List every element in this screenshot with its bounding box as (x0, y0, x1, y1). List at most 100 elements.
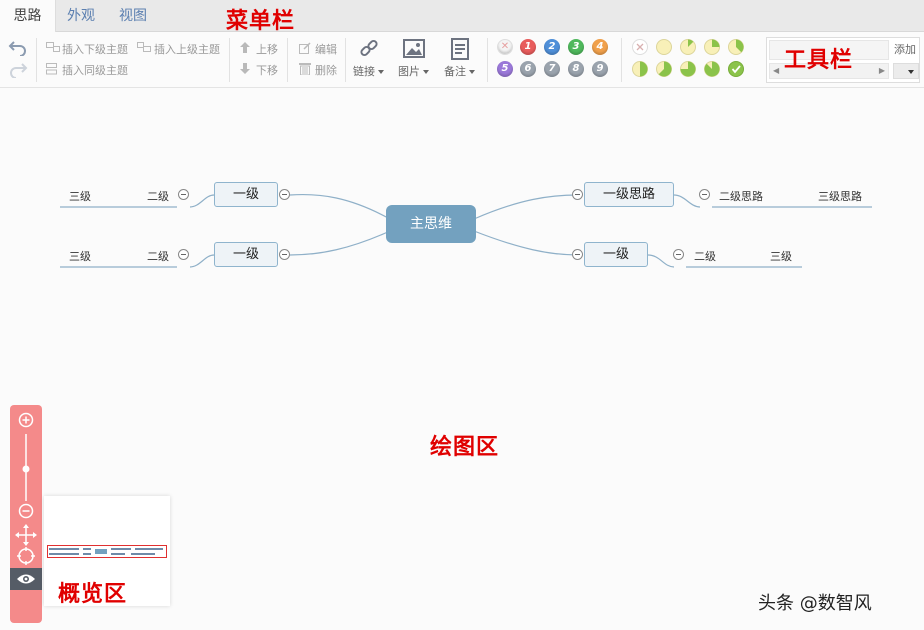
move-up-label: 上移 (256, 43, 278, 56)
zoom-controls (15, 412, 37, 565)
progress-5-icon[interactable] (632, 61, 648, 77)
collapse-icon[interactable] (178, 189, 189, 200)
zoom-in-icon (18, 412, 34, 428)
collapse-icon[interactable] (178, 249, 189, 260)
priority-7-icon[interactable]: 7 (544, 61, 560, 77)
insert-child-icon (46, 42, 60, 52)
undo-icon[interactable] (8, 38, 28, 56)
watermark: 头条 @数智风 (758, 593, 872, 614)
collapse-icon[interactable] (699, 189, 710, 200)
add-button[interactable]: 添加 (894, 43, 916, 56)
node-left-bottom-level2[interactable]: 二级 (147, 250, 169, 263)
node-right-bottom-level3[interactable]: 三级 (770, 250, 792, 263)
eye-icon (17, 574, 35, 584)
progress-8-icon[interactable] (704, 61, 720, 77)
trash-icon (299, 63, 311, 75)
collapse-icon[interactable] (572, 189, 583, 200)
priority-clear-icon[interactable]: ✕ (497, 39, 513, 55)
insert-sibling-icon (46, 63, 57, 75)
node-left-top-level1[interactable]: 一级 (214, 182, 278, 207)
redo-icon[interactable] (8, 60, 28, 78)
priority-8-icon[interactable]: 8 (568, 61, 584, 77)
zoom-slider (22, 434, 30, 501)
node-right-bottom-level2[interactable]: 二级 (694, 250, 716, 263)
scroll-left-icon[interactable]: ◀ (773, 66, 780, 75)
toolbar-separator (487, 38, 488, 82)
resource-scrollbar[interactable]: ◀ ▶ (769, 63, 889, 79)
collapse-icon[interactable] (279, 249, 290, 260)
progress-icons[interactable] (630, 38, 748, 78)
menu-bar: 思路 外观 视图 (0, 0, 924, 33)
resource-input[interactable] (769, 40, 889, 60)
progress-6-icon[interactable] (656, 61, 672, 77)
chevron-down-icon (908, 70, 914, 74)
priority-6-icon[interactable]: 6 (520, 61, 536, 77)
node-left-bottom-level1[interactable]: 一级 (214, 242, 278, 267)
node-right-top-level3[interactable]: 三级思路 (818, 190, 862, 203)
insert-sibling-label: 插入同级主题 (62, 64, 128, 77)
tab-view[interactable]: 视图 (119, 8, 147, 24)
insert-child-label: 插入下级主题 (62, 43, 128, 56)
locate-icon (17, 547, 35, 565)
note-label: 备注 (444, 63, 475, 79)
arrow-down-icon (240, 63, 250, 74)
collapse-icon[interactable] (673, 249, 684, 260)
zoom-out-icon (18, 503, 34, 519)
overview-viewport[interactable] (47, 545, 167, 559)
overview-panel[interactable] (44, 496, 170, 606)
toolbar-separator (229, 38, 230, 82)
progress-1-icon[interactable] (656, 39, 672, 55)
progress-7-icon[interactable] (680, 61, 696, 77)
link-icon (360, 39, 378, 57)
node-right-top-level1[interactable]: 一级思路 (584, 182, 674, 207)
move-icon (15, 524, 37, 546)
toolbar-annotation: 工具栏 (784, 48, 854, 73)
drawing-canvas[interactable]: 主思维 一级 二级 三级 一级 二级 三级 一级思路 二级思路 三级思路 一级 … (0, 89, 924, 630)
image-icon (403, 39, 425, 58)
move-down-label: 下移 (256, 64, 278, 77)
node-left-bottom-level3[interactable]: 三级 (69, 250, 91, 263)
resource-panel: 添加 ◀ ▶ (766, 37, 920, 83)
overview-annotation: 概览区 (58, 582, 128, 607)
delete-label: 删除 (315, 64, 337, 77)
toolbar: 插入下级主题 插入上级主题 插入同级主题 上移 下移 (0, 32, 924, 88)
priority-5-icon[interactable]: 5 (497, 61, 513, 77)
canvas-annotation: 绘图区 (430, 435, 500, 460)
progress-2-icon[interactable] (680, 39, 696, 55)
toolbar-separator (345, 38, 346, 82)
menubar-annotation: 菜单栏 (226, 9, 296, 34)
image-label: 图片 (398, 63, 429, 79)
progress-9-icon[interactable] (728, 61, 744, 77)
mindmap-connectors (60, 193, 872, 268)
node-left-top-level2[interactable]: 二级 (147, 190, 169, 203)
insert-parent-label: 插入上级主题 (154, 43, 220, 56)
progress-3-icon[interactable] (704, 39, 720, 55)
priority-9-icon[interactable]: 9 (592, 61, 608, 77)
overview-toggle[interactable] (10, 568, 42, 590)
tab-appearance[interactable]: 外观 (67, 8, 95, 24)
progress-0-icon[interactable] (632, 39, 648, 55)
link-label: 链接 (353, 63, 384, 79)
node-right-top-level2[interactable]: 二级思路 (719, 190, 763, 203)
toolbar-separator (287, 38, 288, 82)
tab-idea[interactable]: 思路 (0, 0, 56, 33)
root-node[interactable]: 主思维 (386, 205, 476, 243)
note-icon (451, 38, 469, 60)
scroll-right-icon[interactable]: ▶ (878, 66, 885, 75)
collapse-icon[interactable] (572, 249, 583, 260)
priority-2-icon[interactable]: 2 (544, 39, 560, 55)
priority-3-icon[interactable]: 3 (568, 39, 584, 55)
toolbar-separator (621, 38, 622, 82)
insert-parent-icon (137, 42, 151, 52)
node-right-bottom-level1[interactable]: 一级 (584, 242, 648, 267)
priority-4-icon[interactable]: 4 (592, 39, 608, 55)
resource-dropdown[interactable] (893, 63, 919, 79)
edit-label: 编辑 (315, 43, 337, 56)
edit-icon (299, 42, 311, 54)
node-left-top-level3[interactable]: 三级 (69, 190, 91, 203)
priority-1-icon[interactable]: 1 (520, 39, 536, 55)
arrow-up-icon (240, 42, 250, 53)
toolbar-separator (36, 38, 37, 82)
progress-4-icon[interactable] (728, 39, 744, 55)
collapse-icon[interactable] (279, 189, 290, 200)
